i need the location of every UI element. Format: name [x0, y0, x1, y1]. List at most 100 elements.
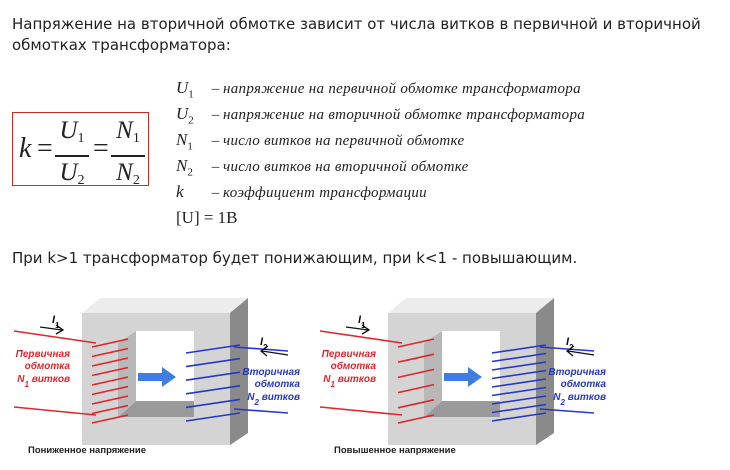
secondary-turns-label: N2 витков [247, 392, 300, 407]
secondary-lead-out [539, 408, 595, 414]
core-window-floor [424, 401, 500, 417]
primary-coil-turn [91, 338, 129, 348]
fraction-u: U1 U2 [55, 116, 89, 196]
primary-coil-turn [91, 366, 129, 377]
n1-symbol: N [116, 117, 133, 144]
legend-symbol: U [176, 104, 189, 123]
secondary-lead-out [233, 408, 289, 414]
legend: U1 – напряжение на первичной обмотке тра… [176, 78, 585, 234]
legend-row: N2 – число витков на вторичной обмотке [176, 156, 585, 182]
primary-coil-turn [397, 414, 435, 424]
secondary-coil-turn [491, 361, 547, 371]
formula-box: k = U1 U2 = N1 N2 [12, 112, 149, 188]
current-out-label: I2 [260, 336, 268, 352]
primary-coil-turn [91, 395, 129, 405]
flux-arrow [444, 367, 482, 387]
primary-label-line-1: Первичная [16, 349, 70, 360]
legend-row: k – коэффициент трансформации [176, 182, 585, 208]
current-out-arrow [565, 345, 595, 357]
n2-symbol: N [116, 158, 133, 186]
primary-coil-turn [91, 404, 129, 415]
fraction-n: N1 N2 [111, 116, 145, 196]
legend-subscript: 2 [187, 166, 193, 179]
legend-description: напряжение на вторичной обмотке трансфор… [223, 107, 586, 123]
unit-text: [U] = 1В [176, 208, 238, 227]
secondary-coil-turn [491, 378, 547, 388]
primary-coil-turn [397, 353, 435, 363]
legend-row: U2 – напряжение на вторичной обмотке тра… [176, 104, 585, 130]
secondary-coil-turn [491, 403, 547, 414]
primary-lead-in [13, 330, 97, 344]
n1-subscript: 1 [132, 131, 140, 146]
legend-subscript: 1 [187, 140, 193, 153]
primary-label-line-2: обмотка [331, 360, 377, 372]
formula-k: k [19, 133, 32, 164]
secondary-coil-turn [491, 352, 547, 363]
legend-dash: – [211, 159, 220, 175]
primary-lead-out [13, 406, 97, 416]
primary-coil-turn [91, 385, 129, 396]
flux-arrow [138, 367, 176, 387]
secondary-coil-turn [185, 412, 241, 422]
core-window-floor [118, 401, 194, 417]
primary-coil-turn [91, 347, 129, 358]
caption-step-down: Пониженное напряжение [28, 445, 147, 456]
legend-symbol: N [176, 156, 188, 175]
secondary-coil-turn [491, 344, 547, 354]
current-out-arrow [259, 345, 289, 357]
current-in-arrow [345, 324, 371, 335]
secondary-lead-in [539, 346, 595, 352]
secondary-coil-turn [185, 398, 241, 409]
n2-subscript: 2 [132, 172, 140, 188]
core-window-inner-side [424, 331, 442, 417]
current-in-label: I1 [52, 314, 60, 330]
secondary-lead-in [233, 346, 289, 352]
legend-description: коэффициент трансформации [223, 185, 427, 201]
core-top-face [82, 298, 248, 313]
secondary-coil-turn [491, 386, 547, 397]
u1-subscript: 1 [77, 131, 85, 146]
formula-equals-2: = [93, 133, 109, 164]
legend-row: U1 – напряжение на первичной обмотке тра… [176, 78, 585, 104]
secondary-coil-turn [185, 344, 241, 354]
legend-symbol: N [176, 130, 188, 149]
primary-turns-label: N1 витков [323, 374, 376, 389]
secondary-label-line-2: обмотка [255, 378, 301, 390]
legend-row: N1 – число витков на первичной обмотке [176, 130, 585, 156]
primary-coil-turn [397, 368, 435, 379]
unit-line: [U] = 1В [176, 208, 585, 234]
primary-label-line-1: Первичная [322, 349, 376, 360]
secondary-turns-label: N2 витков [553, 392, 606, 407]
legend-dash: – [211, 81, 220, 97]
legend-dash: – [211, 107, 220, 123]
legend-dash: – [211, 133, 220, 149]
core-window-inner-side [118, 331, 136, 417]
caption-step-up: Повышенное напряжение [334, 445, 456, 456]
secondary-coil-turn [491, 395, 547, 405]
secondary-coil-turn [185, 371, 241, 381]
primary-lead-in [319, 330, 403, 344]
secondary-label-line-1: Вторичная [242, 367, 300, 378]
legend-symbol: U [176, 78, 189, 97]
u2-subscript: 2 [77, 172, 85, 188]
primary-turns-label: N1 витков [17, 374, 70, 389]
u2-symbol: U [59, 158, 78, 186]
primary-coil-turn [91, 414, 129, 424]
current-out-label: I2 [566, 336, 574, 352]
primary-coil-turn [397, 383, 435, 394]
legend-description: число витков на вторичной обмотке [223, 159, 469, 175]
core-window-top [118, 331, 194, 343]
current-in-arrow [39, 324, 65, 335]
legend-subscript: 1 [188, 88, 194, 101]
legend-description: напряжение на первичной обмотке трансфор… [223, 81, 581, 97]
u1-symbol: U [59, 117, 78, 144]
intro-text: Напряжение на вторичной обмотке зависит … [12, 15, 701, 54]
formula-equals-1: = [37, 133, 53, 164]
secondary-coil-turn [491, 412, 547, 422]
legend-subscript: 2 [188, 114, 194, 127]
secondary-coil-turn [185, 357, 241, 368]
secondary-coil-turn [491, 369, 547, 380]
